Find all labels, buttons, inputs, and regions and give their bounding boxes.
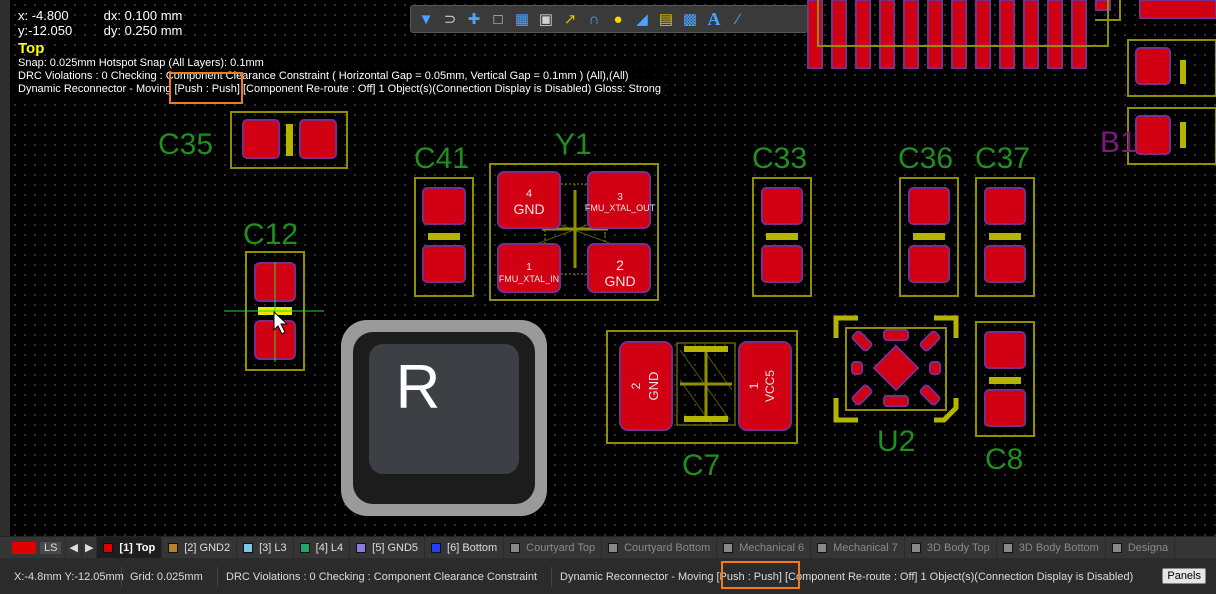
crosshair-icon[interactable]: ✚ (467, 11, 481, 28)
diff-pair-icon[interactable]: ▤ (658, 11, 674, 28)
layer-tab-l4[interactable]: [4] L4 (294, 537, 351, 558)
c7-pad2-number: 2 (629, 382, 643, 389)
designator-c33: C33 (752, 142, 807, 175)
layer-tab-gnd2[interactable]: [2] GND2 (162, 537, 238, 558)
y1-pad4-net: GND (513, 201, 544, 217)
designator-c12: C12 (243, 218, 298, 251)
component-icon[interactable]: ▣ (538, 11, 554, 28)
designator-c37: C37 (975, 142, 1030, 175)
status-push-highlight (721, 561, 800, 589)
readout-dx: dx: 0.100 mm (103, 8, 183, 23)
panels-button[interactable]: Panels (1162, 568, 1206, 584)
status-bar: X:-4.8mm Y:-12.05mm Grid: 0.025mm DRC Vi… (0, 560, 1216, 594)
c7-pad1-net: VCC5 (763, 370, 777, 402)
y1-pad4-number: 4 (526, 188, 532, 200)
designator-c8: C8 (985, 443, 1023, 476)
layer-scroll-right-button[interactable]: ▶ (82, 537, 98, 558)
mouse-cursor-icon (273, 310, 289, 335)
y1-pad3-number: 3 (617, 192, 623, 203)
layer-scroll-left-button[interactable]: ◀ (66, 537, 82, 558)
y1-pad1-number: 1 (526, 262, 532, 273)
top-right-partial-components: B1 (807, 0, 1216, 165)
keycap-label: R (396, 353, 441, 422)
chart-icon[interactable]: ▩ (682, 11, 698, 28)
ls-button[interactable]: LS (40, 541, 62, 554)
line-icon[interactable]: ∕ (736, 10, 740, 28)
heads-up-display: Top Snap: 0.025mm Hotspot Snap (All Laye… (14, 40, 665, 96)
component-u2[interactable]: U2 (833, 315, 959, 458)
hud-drc-info: DRC Violations : 0 Checking : Component … (14, 70, 665, 83)
layer-tab-designator[interactable]: Designa (1106, 537, 1176, 558)
status-coordinates: X:-4.8mm Y:-12.05mm (0, 567, 124, 587)
align-icon[interactable]: ▦ (514, 11, 530, 28)
readout-x: x: -4.800 (18, 8, 69, 23)
layer-tab-gnd5[interactable]: [5] GND5 (350, 537, 426, 558)
designator-b1: B1 (1100, 126, 1137, 159)
component-c12[interactable]: C12 (224, 218, 324, 371)
pin-icon[interactable]: ● (613, 10, 623, 28)
y1-pad2-net: GND (604, 273, 635, 289)
layer-tab-courtyard-bottom[interactable]: Courtyard Bottom (602, 537, 718, 558)
select-rect-icon[interactable]: □ (493, 10, 503, 28)
status-mode: Dynamic Reconnector - Moving [Push : Pus… (560, 571, 1134, 583)
designator-c35: C35 (158, 128, 213, 161)
designator-u2: U2 (877, 425, 915, 458)
c7-pad2-net: GND (646, 372, 661, 401)
readout-y: y:-12.050 (18, 23, 73, 38)
active-bar-toolbar: ▼ ⊃ ✚ □ ▦ ▣ ↗ ∩ ● ◢ ▤ ▩ A ∕ (410, 5, 808, 33)
component-c8[interactable]: C8 (975, 321, 1035, 476)
keyboard-shortcut-overlay: R (341, 320, 547, 516)
text-icon[interactable]: A (707, 8, 721, 29)
component-c37[interactable]: C37 (975, 142, 1035, 297)
c7-pad1-number: 1 (747, 382, 761, 389)
hud-current-layer: Top (18, 40, 45, 57)
pcb-board[interactable]: B1 C35 C41 4 (10, 0, 1216, 536)
hud-snap-info: Snap: 0.025mm Hotspot Snap (All Layers):… (14, 57, 665, 70)
y1-pad1-net: FMU_XTAL_IN (499, 274, 559, 284)
component-c35[interactable]: C35 (158, 111, 348, 169)
designator-y1: Y1 (555, 128, 592, 161)
component-y1[interactable]: 4 GND 3 FMU_XTAL_OUT 1 FMU_XTAL_IN 2 GND… (489, 128, 659, 301)
layer-tab-courtyard-top[interactable]: Courtyard Top (504, 537, 603, 558)
layer-tab-bottom[interactable]: [6] Bottom (425, 537, 505, 558)
layer-tab-top[interactable]: [1] Top (97, 537, 163, 558)
component-c41[interactable]: C41 (414, 142, 474, 297)
component-c7[interactable]: 2 GND 1 VCC5 C7 (606, 330, 798, 482)
layer-tab-mechanical-7[interactable]: Mechanical 7 (811, 537, 905, 558)
layer-tab-3d-body-bottom[interactable]: 3D Body Bottom (997, 537, 1106, 558)
status-drc: DRC Violations : 0 Checking : Component … (218, 567, 552, 587)
status-grid: Grid: 0.025mm (122, 567, 218, 587)
arc-icon[interactable]: ∩ (588, 10, 600, 28)
designator-c7: C7 (682, 449, 720, 482)
layer-tab-mechanical-6[interactable]: Mechanical 6 (717, 537, 812, 558)
designator-c36: C36 (898, 142, 953, 175)
y1-pad2-number: 2 (616, 257, 624, 273)
filter-icon[interactable]: ▼ (418, 10, 434, 28)
component-c33[interactable]: C33 (752, 142, 812, 297)
component-c36[interactable]: C36 (898, 142, 959, 297)
layer-tab-3d-body-top[interactable]: 3D Body Top (905, 537, 997, 558)
polygon-icon[interactable]: ◢ (636, 11, 648, 28)
coordinate-readout: x: -4.800 dx: 0.100 mm y:-12.050 dy: 0.2… (18, 8, 182, 38)
current-layer-swatch[interactable]: LS (0, 537, 67, 558)
readout-dy: dy: 0.250 mm (103, 23, 183, 38)
layer-tab-l3[interactable]: [3] L3 (237, 537, 294, 558)
route-icon[interactable]: ⊃ (443, 11, 457, 28)
left-edge-strip (0, 0, 10, 536)
layer-tabs-bar: LS ◀ ▶ [1] Top [2] GND2 [3] L3 [4] L4 [5… (0, 536, 1216, 558)
y1-pad3-net: FMU_XTAL_OUT (585, 203, 656, 213)
push-mode-highlight (169, 72, 243, 104)
interactive-route-icon[interactable]: ↗ (563, 11, 577, 28)
designator-c41: C41 (414, 142, 469, 175)
hud-mode-info: Dynamic Reconnector - Moving [Push : Pus… (14, 83, 665, 96)
